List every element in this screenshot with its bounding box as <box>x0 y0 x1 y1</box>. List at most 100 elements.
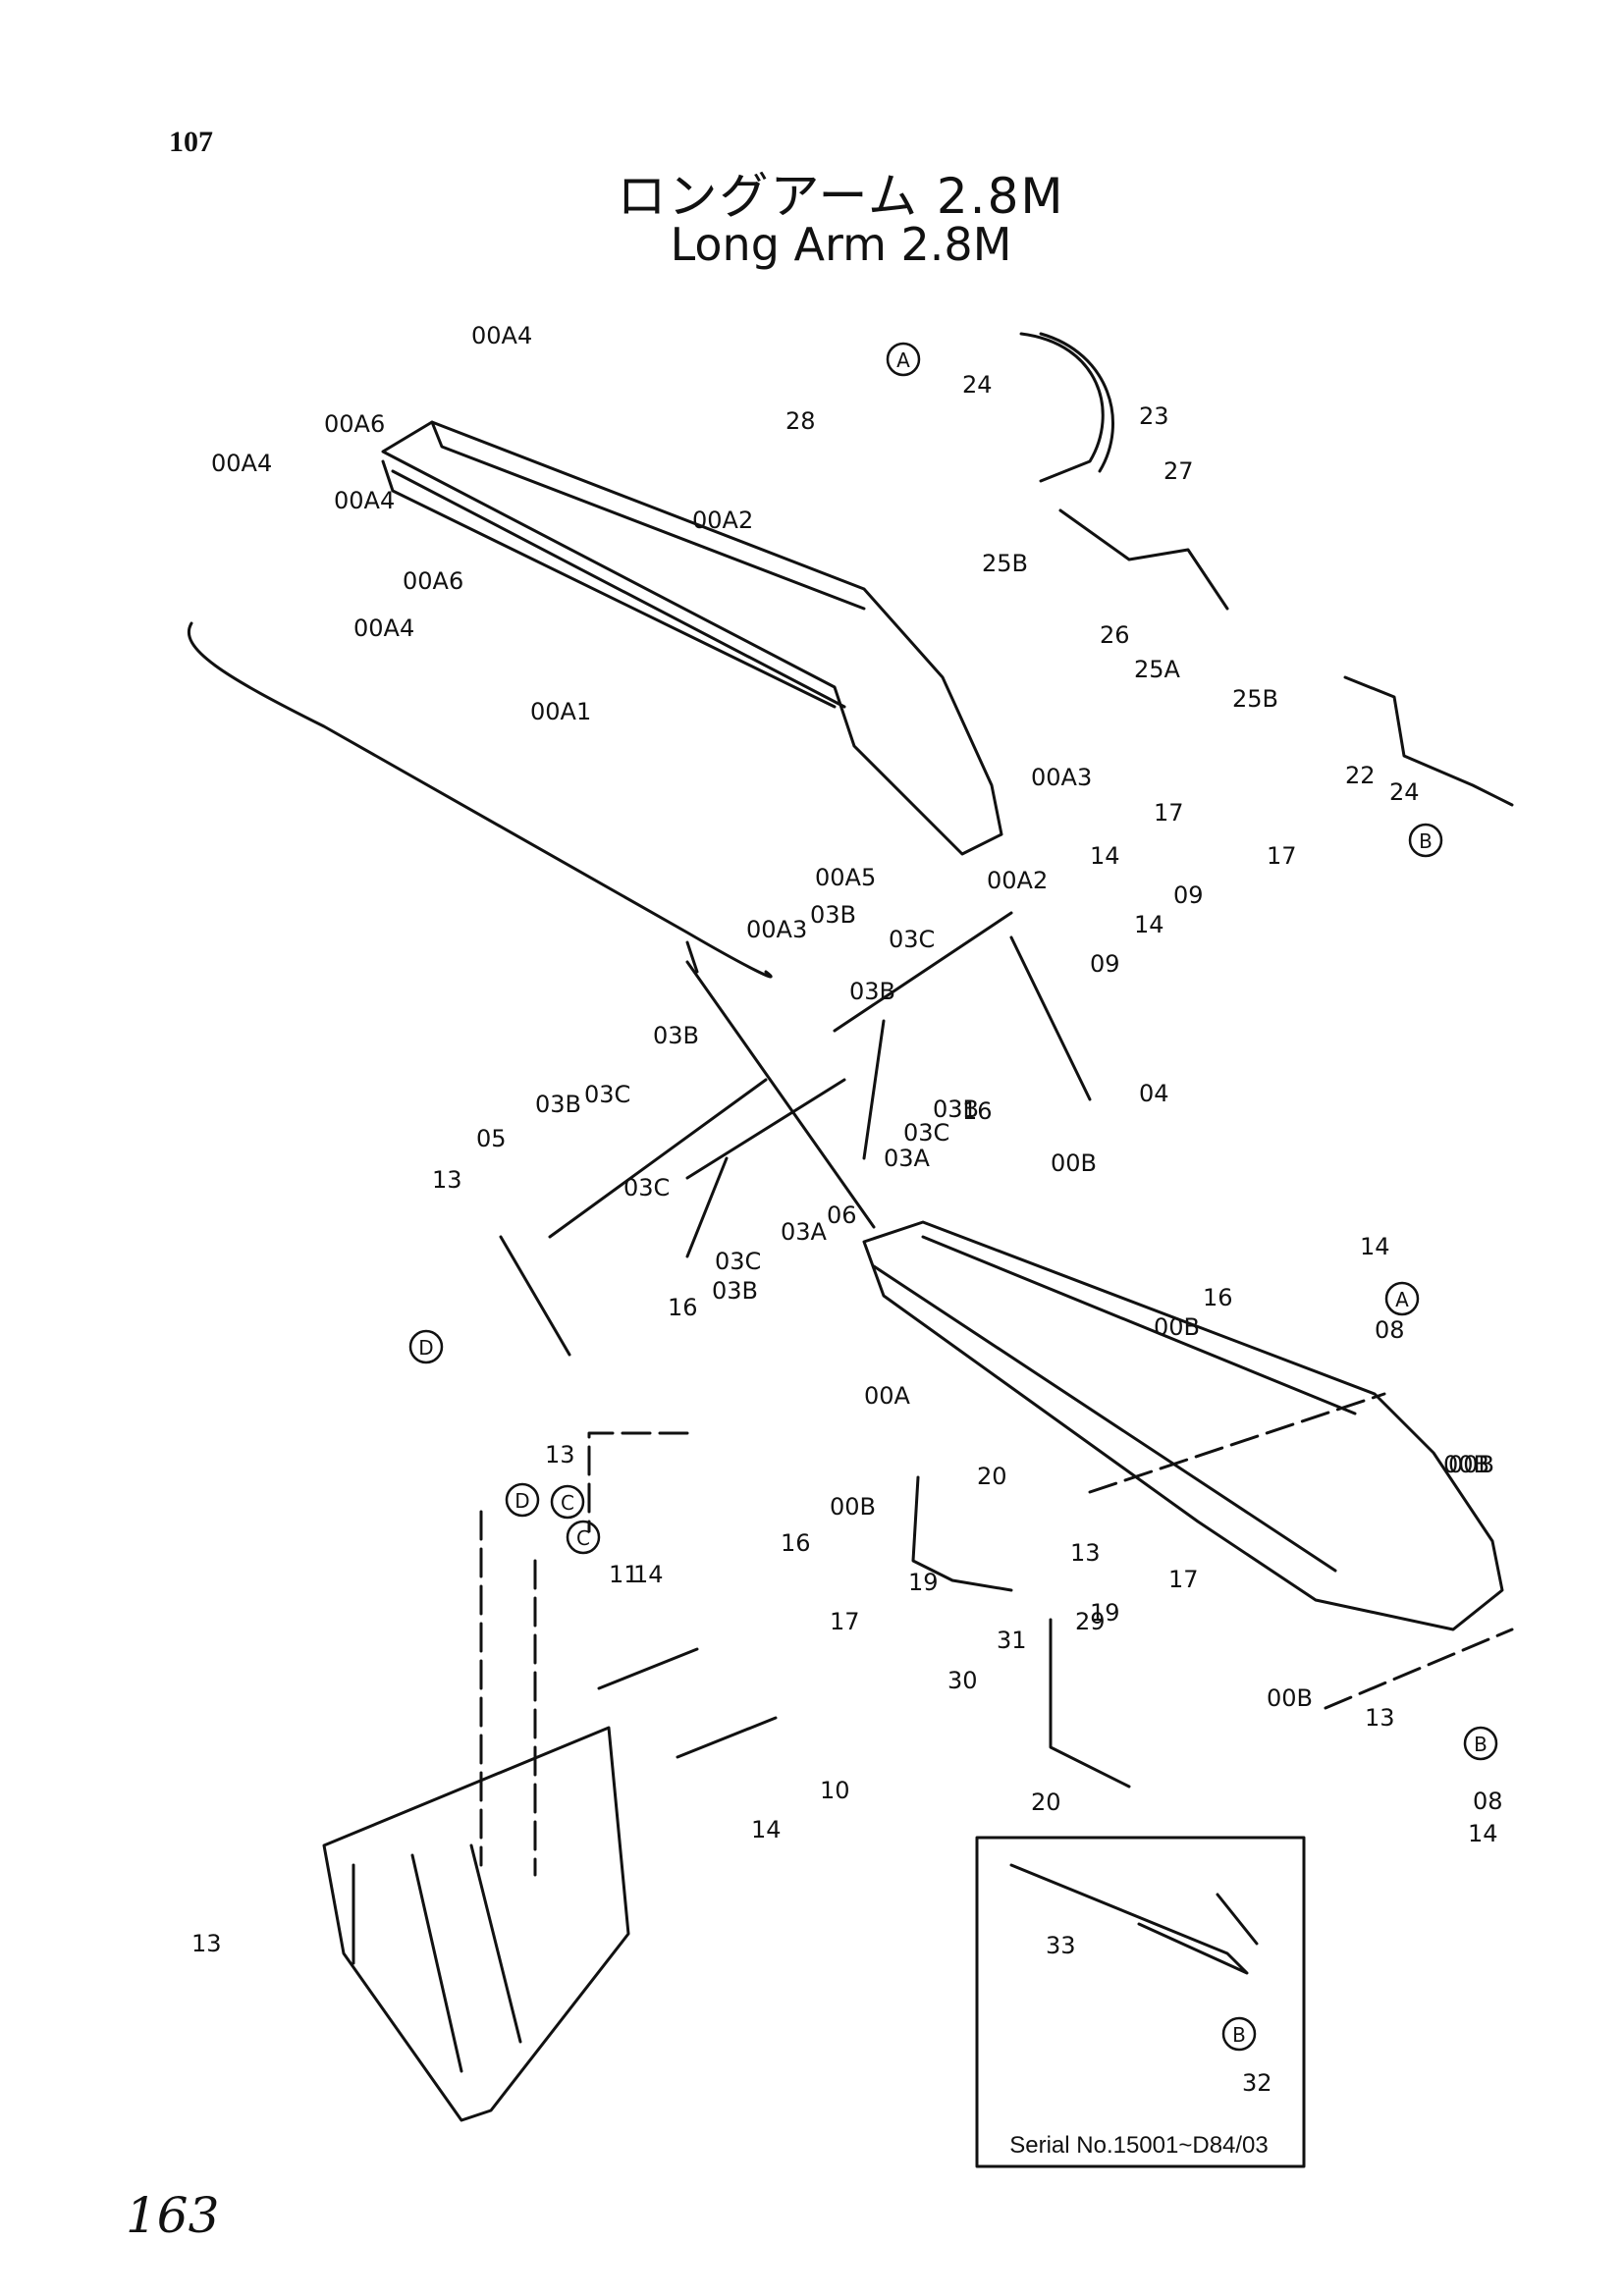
part-label: 00A4 <box>353 614 414 642</box>
part-label: 14 <box>1134 911 1164 938</box>
svg-text:B: B <box>1232 2023 1246 2047</box>
part-label: 00B <box>830 1493 876 1521</box>
part-label: 16 <box>1203 1284 1233 1311</box>
title-english: Long Arm 2.8M <box>670 218 1012 271</box>
part-label: 00A5 <box>815 864 876 891</box>
part-label: 13 <box>1070 1539 1101 1567</box>
part-label: 00A4 <box>211 450 272 477</box>
svg-text:D: D <box>514 1489 529 1513</box>
part-label: 17 <box>1168 1566 1199 1593</box>
part-label: 33 <box>1046 1932 1076 1959</box>
part-label: 03B <box>849 978 895 1005</box>
part-label: 30 <box>947 1667 978 1694</box>
part-label: 03C <box>715 1248 761 1275</box>
part-label: 28 <box>785 407 816 435</box>
part-label: 16 <box>962 1097 993 1125</box>
link-03a-lower <box>685 1156 729 1258</box>
part-label: 03B <box>933 1095 979 1123</box>
page-number: 107 <box>169 126 213 158</box>
lower-arm-body <box>862 1220 1504 1631</box>
callout-a: A <box>1384 1281 1420 1316</box>
part-label: 00A2 <box>692 507 753 534</box>
part-label: 14 <box>633 1561 664 1588</box>
part-label: 19 <box>908 1569 939 1596</box>
pin-11 <box>597 1647 699 1690</box>
title-japanese: ロングアーム 2.8M <box>617 168 1065 225</box>
part-label: 00A2 <box>987 867 1048 894</box>
hose-20-upper <box>911 1475 1013 1592</box>
part-label: 00B <box>1267 1684 1313 1712</box>
part-label: 00B <box>1051 1149 1097 1177</box>
part-label: 03C <box>903 1119 949 1147</box>
part-label: 03A <box>781 1218 828 1246</box>
callout-b: B <box>1463 1726 1498 1761</box>
part-label: 00B <box>1154 1313 1200 1341</box>
part-label: 00A3 <box>1031 764 1092 791</box>
part-label: 10 <box>820 1777 850 1804</box>
svg-text:A: A <box>1395 1288 1409 1311</box>
bucket <box>322 1726 630 2122</box>
part-label: 03C <box>623 1174 670 1201</box>
part-label: 04 <box>1139 1080 1169 1107</box>
part-label: 03B <box>712 1277 758 1305</box>
part-label: 29 <box>1075 1608 1106 1635</box>
part-label: 11 <box>609 1561 639 1588</box>
callout-b: B <box>1221 2016 1257 2052</box>
part-label: 03C <box>889 926 935 953</box>
part-label: 13 <box>191 1930 222 1957</box>
part-label: 05 <box>476 1125 507 1152</box>
link-04 <box>1009 935 1092 1101</box>
part-label: 13 <box>432 1166 462 1194</box>
svg-text:D: D <box>418 1336 433 1360</box>
callout-b: B <box>1408 823 1443 858</box>
part-label: 00A4 <box>471 322 532 349</box>
part-label: 08 <box>1375 1316 1405 1344</box>
inset-box <box>975 1836 1306 2168</box>
callout-c: C <box>566 1520 601 1555</box>
part-label: 25B <box>1232 685 1278 713</box>
part-label: 24 <box>1389 778 1420 806</box>
boundary-curve <box>187 621 773 979</box>
part-label: 00A1 <box>530 698 591 725</box>
part-label: 14 <box>1090 842 1120 870</box>
part-label: 14 <box>1360 1233 1390 1260</box>
part-label: 00A6 <box>403 567 463 595</box>
callout-d: D <box>505 1482 540 1518</box>
svg-text:A: A <box>896 348 910 372</box>
part-label: 16 <box>781 1529 811 1557</box>
hose-19-lower <box>1049 1618 1131 1789</box>
part-label: 08 <box>1473 1788 1503 1815</box>
part-label: 14 <box>751 1816 782 1843</box>
part-label: 27 <box>1163 457 1194 485</box>
inset-caption: Serial No.15001~D84/03 <box>1009 2132 1269 2159</box>
part-label: 00A <box>864 1382 911 1410</box>
part-label: 32 <box>1242 2069 1272 2097</box>
part-label: 09 <box>1173 881 1204 909</box>
part-label: 00A4 <box>334 487 395 514</box>
part-label: 03A <box>884 1145 931 1172</box>
part-label: 13 <box>1365 1704 1395 1732</box>
upper-arm-body <box>381 420 1003 856</box>
part-label: 14 <box>1468 1820 1498 1847</box>
part-label: 25B <box>982 550 1028 577</box>
part-label: 17 <box>830 1608 860 1635</box>
pin-10 <box>676 1716 778 1759</box>
pipe-22 <box>1343 675 1514 807</box>
callout-a: A <box>886 342 921 377</box>
part-label: 00B <box>1448 1451 1494 1478</box>
hose-23 <box>1019 332 1105 483</box>
part-label: 22 <box>1345 762 1376 789</box>
handwritten-number: 163 <box>126 2187 220 2244</box>
part-label: 26 <box>1100 621 1130 649</box>
part-label: 25A <box>1134 656 1181 683</box>
part-label: 24 <box>962 371 993 399</box>
part-label: 06 <box>827 1201 857 1229</box>
part-label: 17 <box>1154 799 1184 827</box>
part-label: 00B <box>1443 1451 1489 1478</box>
part-label: 31 <box>997 1627 1027 1654</box>
svg-text:B: B <box>1474 1733 1488 1756</box>
part-label: 03B <box>535 1091 581 1118</box>
part-label: 20 <box>1031 1789 1061 1816</box>
part-label: 03B <box>653 1022 699 1049</box>
